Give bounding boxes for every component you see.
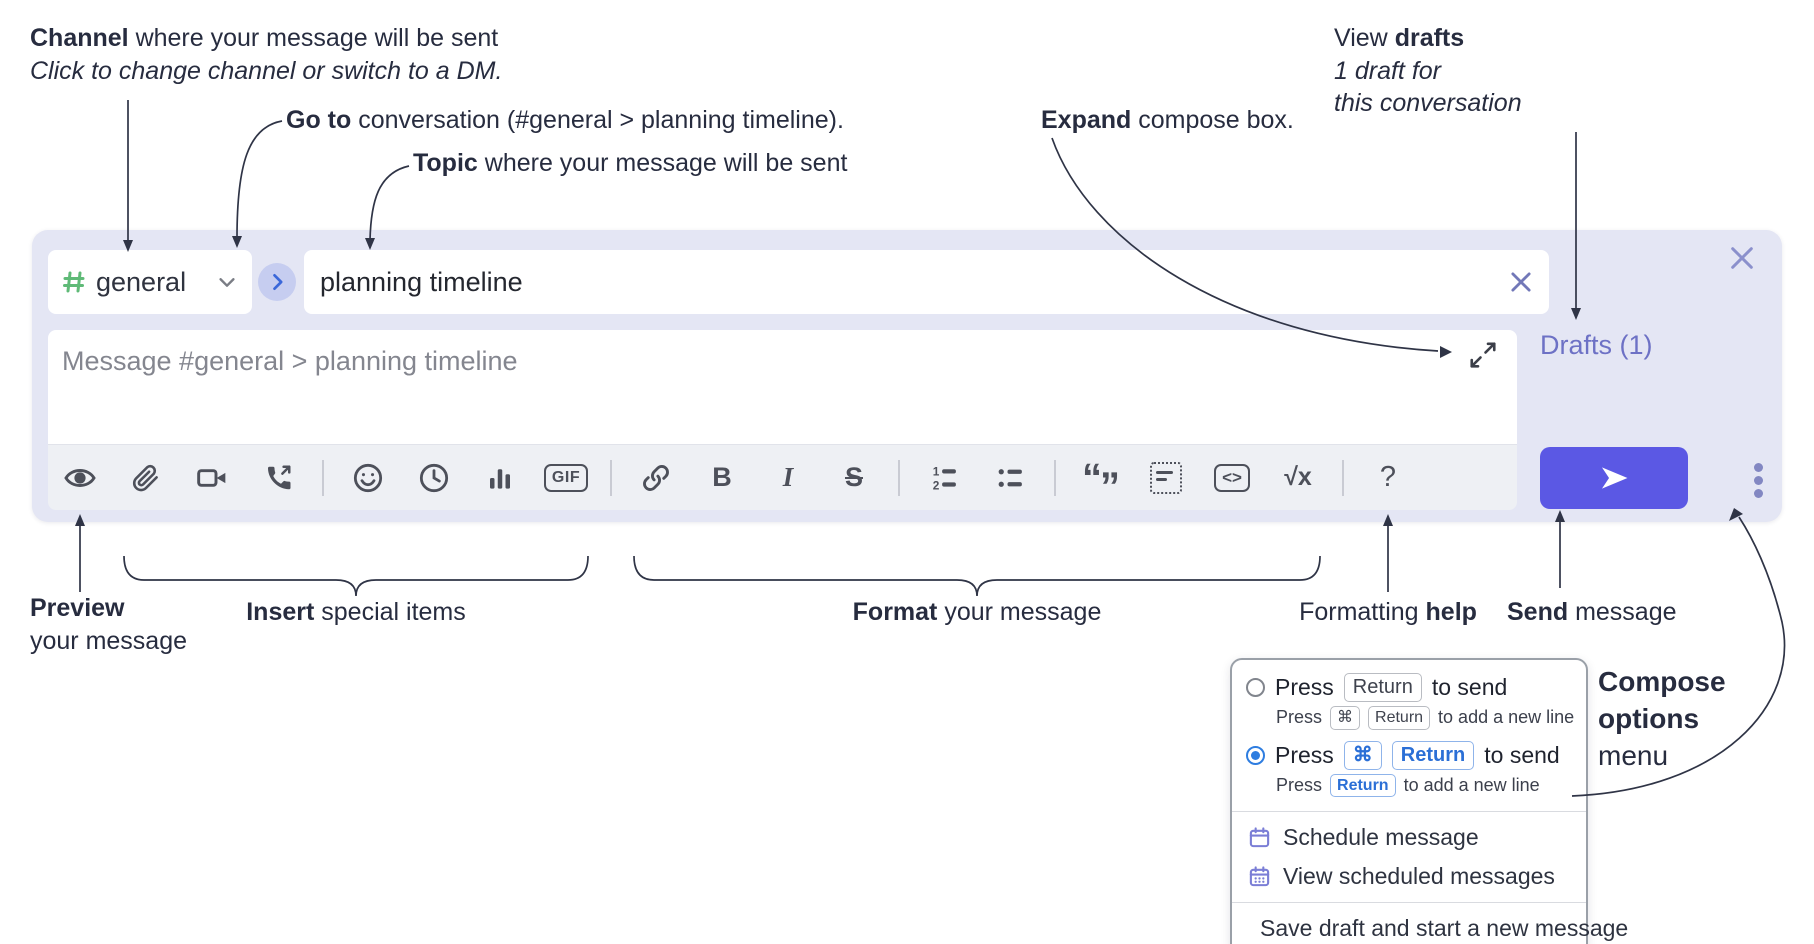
menu-item-view-scheduled[interactable]: View scheduled messages <box>1232 857 1586 896</box>
cmd-key: ⌘ <box>1343 740 1382 770</box>
toolbar-divider <box>1342 459 1344 496</box>
toolbar-divider <box>610 459 612 496</box>
annotation-compose-options: Compose options menu <box>1598 666 1726 771</box>
radio-unselected-icon[interactable] <box>1246 678 1265 697</box>
channel-name: general <box>96 266 187 297</box>
annotation-view-drafts-sub2: this conversation <box>1334 89 1522 117</box>
drafts-link[interactable]: Drafts (1) <box>1540 330 1653 360</box>
poll-icon[interactable] <box>478 456 522 500</box>
chevron-right-icon <box>273 274 283 290</box>
channel-selector[interactable]: general <box>48 250 252 314</box>
quote-icon[interactable]: “” <box>1082 455 1120 509</box>
link-icon[interactable] <box>634 456 678 500</box>
menu-divider <box>1232 902 1586 904</box>
annotation-channel-sub: Click to change channel or switch to a D… <box>30 57 503 85</box>
calendar-icon <box>1249 827 1270 848</box>
preview-icon[interactable] <box>58 456 102 500</box>
annotation-expand: Expand compose box. <box>1041 106 1294 134</box>
compose-box: general planning timeline Message #gener… <box>32 230 1782 522</box>
send-icon <box>1601 467 1628 489</box>
svg-text:2: 2 <box>933 478 940 492</box>
menu-item-save-draft[interactable]: Save draft and start a new message <box>1232 909 1628 944</box>
svg-text:1: 1 <box>933 464 940 478</box>
annotation-insert: Insert special items <box>246 598 466 626</box>
close-compose-icon[interactable] <box>1726 242 1758 274</box>
annotation-formatting-help: Formatting help <box>1299 598 1477 626</box>
toolbar-divider <box>322 459 324 496</box>
menu-divider <box>1232 811 1586 813</box>
message-placeholder: Message #general > planning timeline <box>62 346 518 376</box>
chevron-down-icon <box>219 278 235 287</box>
math-icon[interactable]: √x <box>1284 463 1312 491</box>
spoiler-icon[interactable] <box>1144 456 1188 500</box>
compose-options-menu-icon[interactable] <box>1738 458 1778 502</box>
topic-input[interactable]: planning timeline <box>304 250 1549 314</box>
annotation-topic: Topic where your message will be sent <box>413 149 848 177</box>
clear-topic-icon[interactable] <box>1507 268 1535 296</box>
topic-value: planning timeline <box>320 266 523 297</box>
annotation-view-drafts-sub1: 1 draft for <box>1334 57 1441 85</box>
return-key: Return <box>1343 673 1422 702</box>
annotation-preview: Preview <box>30 594 125 622</box>
radio-selected-icon[interactable] <box>1246 745 1265 765</box>
cmd-key: ⌘ <box>1330 706 1361 730</box>
italic-icon[interactable]: I <box>782 462 794 492</box>
calendar-grid-icon <box>1249 866 1270 887</box>
return-key: Return <box>1368 706 1431 730</box>
annotation-format: Format your message <box>852 598 1102 626</box>
attach-file-icon[interactable] <box>124 456 168 500</box>
goto-conversation-button[interactable] <box>258 263 296 301</box>
annotation-preview-sub: your message <box>30 627 188 655</box>
annotation-send: Send message <box>1507 598 1677 626</box>
formatting-help-icon[interactable]: ? <box>1379 461 1397 493</box>
code-icon[interactable]: <> <box>1210 456 1254 500</box>
bold-icon[interactable]: B <box>712 462 732 492</box>
return-key: Return <box>1391 740 1475 770</box>
emoji-icon[interactable] <box>346 456 390 500</box>
return-key: Return <box>1330 773 1396 798</box>
annotation-view-drafts: View drafts <box>1334 24 1465 52</box>
message-input[interactable]: Message #general > planning timeline <box>48 330 1517 444</box>
annotation-goto: Go to conversation (#general > planning … <box>286 106 844 134</box>
menu-item-schedule-message[interactable]: Schedule message <box>1232 818 1586 857</box>
gif-icon[interactable]: GIF <box>543 456 589 500</box>
voice-call-icon[interactable] <box>256 456 300 500</box>
strikethrough-icon[interactable]: S <box>844 462 863 492</box>
channel-hash-icon <box>63 271 85 293</box>
bulleted-list-icon[interactable] <box>988 456 1032 500</box>
annotation-channel: Channel where your message will be sent <box>30 24 499 52</box>
toolbar-divider <box>1054 459 1056 496</box>
expand-compose-icon[interactable] <box>1468 340 1498 370</box>
send-button[interactable] <box>1540 447 1688 509</box>
toolbar-divider <box>898 459 900 496</box>
video-call-icon[interactable] <box>190 456 234 500</box>
schedule-time-icon[interactable] <box>412 456 456 500</box>
